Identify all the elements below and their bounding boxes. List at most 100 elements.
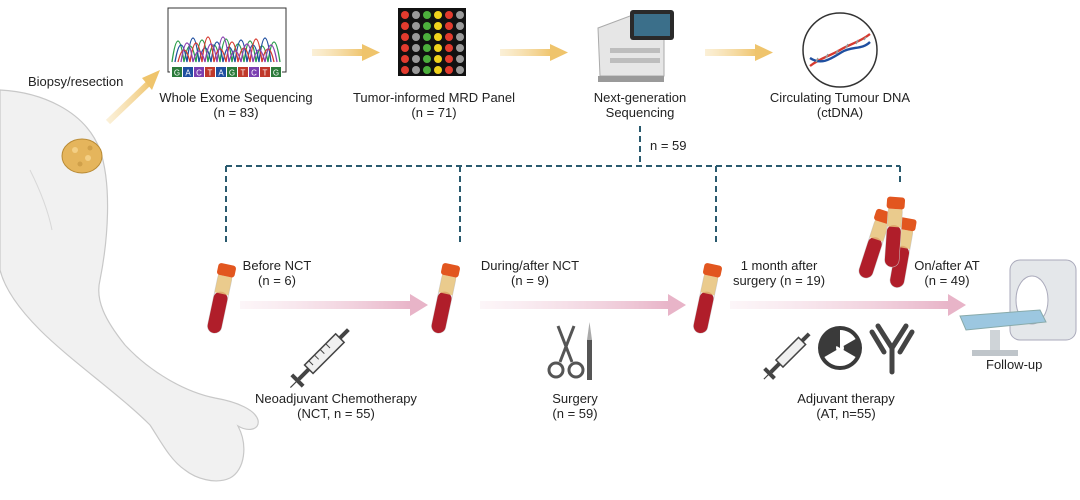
sequence-base-letter: G: [273, 69, 279, 78]
timepoint-post-surgery: 1 month after surgery (n = 19): [724, 258, 834, 288]
sequence-base-letter: T: [263, 69, 268, 78]
panel-dot: [445, 11, 453, 19]
antibody-icon: [869, 323, 915, 375]
sequenced-count: n = 59: [650, 138, 687, 153]
biopsy-label: Biopsy/resection: [28, 74, 124, 89]
sequence-base-letter: T: [241, 69, 246, 78]
panel-dot: [412, 44, 420, 52]
syringe-icon: [289, 328, 350, 389]
panel-dot: [423, 11, 431, 19]
panel-dot: [445, 66, 453, 74]
panel-dot: [434, 66, 442, 74]
timepoint-count: (n = 9): [511, 273, 549, 288]
panel-dot: [423, 22, 431, 30]
timeline-arrow: [480, 294, 686, 316]
sequence-base-tile: [260, 67, 270, 77]
mrd-label: Tumor-informed MRD Panel (n = 71): [344, 90, 524, 120]
timepoint-before-nct: Before NCT (n = 6): [232, 258, 322, 288]
panel-dot: [434, 22, 442, 30]
blood-tube-icon: [427, 262, 462, 336]
timeline-arrow: [730, 294, 966, 316]
panel-dot: [445, 33, 453, 41]
sequence-base-tile: [249, 67, 259, 77]
panel-dot: [434, 55, 442, 63]
panel-dot: [445, 55, 453, 63]
treatment-title: Neoadjuvant Chemotherapy: [255, 391, 417, 406]
timepoint-title: 1 month after: [740, 258, 818, 273]
panel-dot: [401, 22, 409, 30]
treatment-title: Surgery: [552, 391, 598, 406]
panel-dot: [434, 44, 442, 52]
timepoint-on-at: On/after AT (n = 49): [902, 258, 992, 288]
sampling-connector: [225, 126, 901, 246]
treatment-adjuvant: Adjuvant therapy (AT, n=55): [786, 391, 906, 421]
sequence-base-tile: [238, 67, 248, 77]
sequence-base-tile: [183, 67, 193, 77]
ngs-title: Next-generation: [593, 90, 687, 105]
timepoint-title: On/after AT: [914, 258, 980, 273]
sequence-base-letter: C: [251, 69, 257, 78]
blood-tube-icon: [689, 262, 724, 336]
wes-label: Whole Exome Sequencing (n = 83): [146, 90, 326, 120]
treatment-count: (AT, n=55): [816, 406, 876, 421]
panel-dot: [401, 33, 409, 41]
sequence-base-letter: C: [196, 69, 202, 78]
dna-icon: [802, 12, 878, 88]
panel-dot: [412, 33, 420, 41]
panel-dot: [401, 55, 409, 63]
sequence-base-letter: A: [218, 69, 224, 78]
panel-dot: [423, 66, 431, 74]
scalpel-icon: [587, 322, 592, 380]
timepoint-count: (n = 49): [924, 273, 970, 288]
timepoint-title: Before NCT: [242, 258, 312, 273]
sequence-base-tile: [205, 67, 215, 77]
sequence-base-tile: [194, 67, 204, 77]
panel-dot: [401, 44, 409, 52]
pipeline-arrow: [705, 44, 773, 61]
arm-illustration: [0, 89, 259, 482]
scissors-icon: [547, 325, 585, 379]
sequence-base-tile: [172, 67, 182, 77]
wes-count: (n = 83): [213, 105, 259, 120]
sequence-base-letter: G: [229, 69, 235, 78]
ctdna-title: Circulating Tumour DNA: [769, 90, 911, 105]
panel-dot: [456, 11, 464, 19]
mrd-panel-icon: [398, 8, 466, 76]
ctdna-subtitle: (ctDNA): [816, 105, 864, 120]
treatment-count: (NCT, n = 55): [297, 406, 375, 421]
sequence-base-letter: A: [185, 69, 191, 78]
radiation-icon: [818, 326, 862, 370]
panel-dot: [456, 44, 464, 52]
treatment-count: (n = 59): [552, 406, 598, 421]
biopsy-arrow: [105, 70, 160, 125]
panel-dot: [401, 66, 409, 74]
panel-dot: [412, 66, 420, 74]
panel-dot: [423, 55, 431, 63]
syringe-icon: [763, 332, 811, 380]
panel-dot: [412, 55, 420, 63]
treatment-title: Adjuvant therapy: [797, 391, 895, 406]
ctdna-label: Circulating Tumour DNA (ctDNA): [750, 90, 930, 120]
tumor-illustration: [61, 138, 103, 174]
wes-title: Whole Exome Sequencing: [159, 90, 313, 105]
timepoint-title: During/after NCT: [480, 258, 580, 273]
timepoint-count: surgery (n = 19): [732, 273, 826, 288]
mrd-title: Tumor-informed MRD Panel: [352, 90, 516, 105]
timepoint-during-nct: During/after NCT (n = 9): [470, 258, 590, 288]
sequence-base-letter: T: [208, 69, 213, 78]
panel-dot: [445, 44, 453, 52]
treatment-nct: Neoadjuvant Chemotherapy (NCT, n = 55): [236, 391, 436, 421]
panel-dot: [423, 44, 431, 52]
panel-dot: [456, 33, 464, 41]
pipeline-arrow: [500, 44, 568, 61]
followup-label: Follow-up: [986, 357, 1043, 372]
sequence-base-tile: [271, 67, 281, 77]
panel-dot: [445, 22, 453, 30]
ngs-label: Next-generation Sequencing: [560, 90, 720, 120]
mri-scanner-icon: [959, 259, 1077, 356]
panel-dot: [423, 33, 431, 41]
panel-dot: [456, 55, 464, 63]
